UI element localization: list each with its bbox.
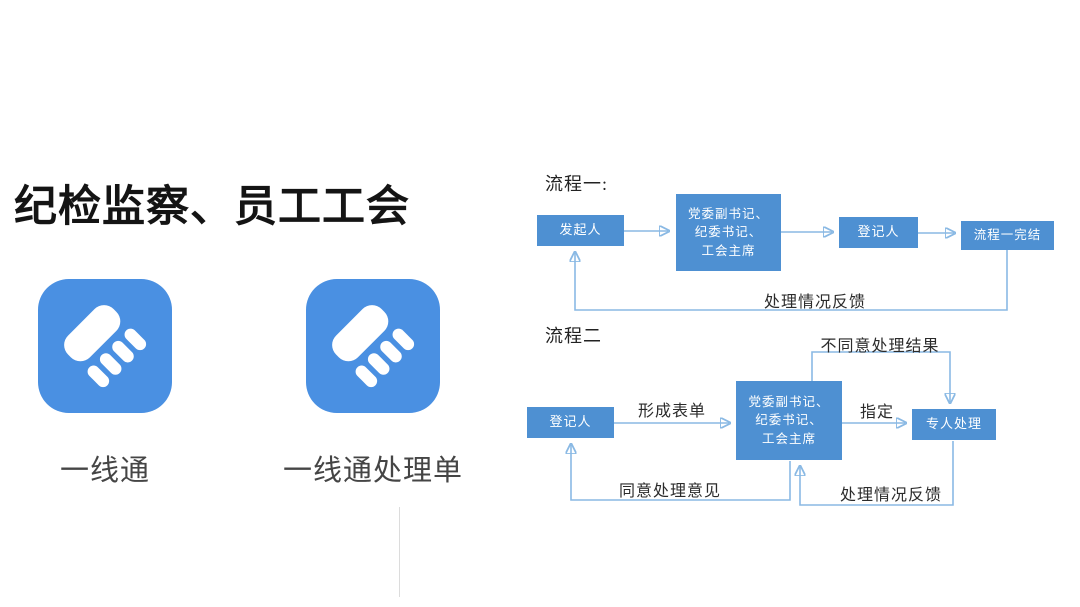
flow2-node-committee: 党委副书记、 纪委书记、 工会主席 [736, 381, 842, 460]
flow1-title: 流程一: [545, 174, 609, 194]
flow1-committee-line1: 党委副书记、 [687, 207, 769, 222]
page-title: 纪检监察、员工工会 [14, 183, 410, 231]
flow2-node-registrar: 登记人 [527, 407, 614, 438]
app-label-yixiantong: 一线通 [59, 455, 150, 487]
flow1-committee-line2: 纪委书记、 [694, 225, 763, 240]
flow1-node-initiator: 发起人 [537, 215, 624, 246]
flow1-node-complete: 流程一完结 [961, 221, 1054, 250]
yixiantong-form-icon [306, 279, 440, 413]
flow2-assign-label: 指定 [859, 404, 894, 421]
flow1-node-registrar: 登记人 [839, 217, 918, 248]
flow1-edge-feedback [575, 250, 1008, 311]
flow1-feedback-label: 处理情况反馈 [763, 294, 866, 311]
flow2-title: 流程二 [545, 326, 602, 346]
flow2-edge-disagree [811, 351, 950, 402]
flow2-edge-feedback [800, 441, 954, 506]
flow1-node-committee: 党委副书记、 纪委书记、 工会主席 [676, 194, 781, 271]
flow2-edge-agree [571, 445, 791, 501]
flow2-agree-label: 同意处理意见 [618, 483, 721, 500]
flow2-committee-line1: 党委副书记、 [748, 395, 830, 410]
app-label-yixiantong-form: 一线通处理单 [282, 455, 463, 487]
flow2-committee-line2: 纪委书记、 [755, 413, 823, 428]
yixiantong-form-app-icon[interactable] [306, 279, 440, 413]
divider-line [399, 507, 400, 597]
flow1-committee-line3: 工会主席 [701, 243, 756, 258]
yixiantong-app-icon[interactable] [38, 279, 172, 413]
flow2-node-handler: 专人处理 [912, 409, 996, 440]
flow2-form-label: 形成表单 [637, 403, 706, 420]
flow2-disagree-label: 不同意处理结果 [820, 338, 940, 355]
flow2-committee-line3: 工会主席 [761, 431, 816, 446]
yixiantong-icon [38, 279, 172, 413]
flow2-feedback-label: 处理情况反馈 [839, 487, 942, 504]
